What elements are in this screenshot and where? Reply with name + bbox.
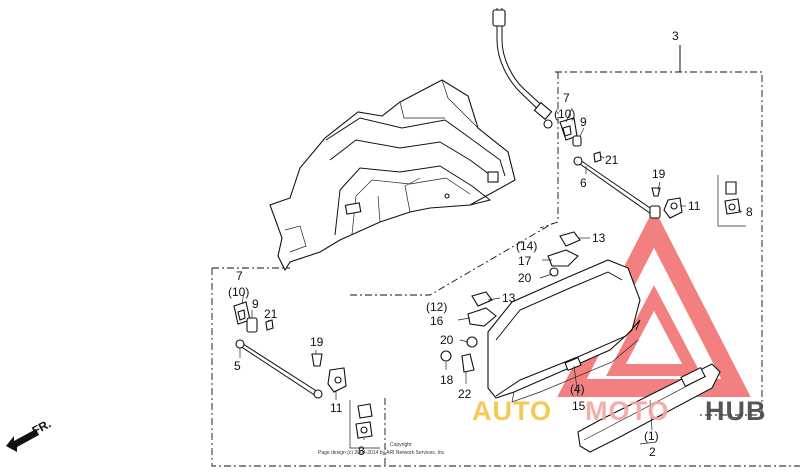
callout-13-upper: 13 bbox=[592, 231, 606, 245]
hinge-cluster-upper bbox=[559, 117, 746, 227]
group-outline-upper bbox=[539, 71, 763, 416]
watermark-moto: MOTO bbox=[585, 396, 670, 426]
watermark-wordmark: AUTO MOTO HUB bbox=[472, 396, 767, 426]
leader-lines bbox=[239, 107, 743, 445]
callout-13-lower: 13 bbox=[502, 291, 516, 305]
callout-12: (12) bbox=[426, 300, 447, 314]
copyright-line-1: Copyright bbox=[390, 442, 412, 448]
callout-7-lower: 7 bbox=[236, 269, 243, 283]
callout-4: (4) bbox=[570, 382, 585, 396]
callout-19-upper: 19 bbox=[652, 167, 666, 181]
callout-labels: 3 7 (10) 9 21 6 19 11 8 (14) 17 13 20 (1… bbox=[228, 29, 753, 459]
callout-6: 6 bbox=[580, 176, 587, 190]
reflector-strip bbox=[577, 363, 721, 453]
copyright-notice: Copyright Page design (c) 2004-2014 by A… bbox=[318, 442, 446, 456]
callout-18: 18 bbox=[440, 373, 454, 387]
watermark-auto: AUTO bbox=[472, 396, 552, 426]
callout-19-lower: 19 bbox=[310, 335, 324, 349]
callout-15: 15 bbox=[572, 399, 586, 413]
callout-11-upper: 11 bbox=[688, 199, 701, 213]
watermark-hub: HUB bbox=[705, 396, 767, 426]
group-outline-lower bbox=[211, 221, 800, 467]
watermark-triangle-inner bbox=[606, 285, 702, 376]
callout-2: 2 bbox=[649, 445, 656, 459]
callout-8-lower: 8 bbox=[358, 444, 365, 458]
copyright-line-2: Page design (c) 2004-2014 by ARI Network… bbox=[318, 450, 446, 456]
callout-21-lower: 21 bbox=[264, 307, 278, 321]
callout-14: (14) bbox=[516, 239, 537, 253]
callout-22: 22 bbox=[458, 387, 472, 401]
callout-8-upper: 8 bbox=[746, 205, 753, 219]
hinge-cluster-lower bbox=[233, 301, 380, 449]
callout-21-upper: 21 bbox=[605, 153, 619, 167]
callout-9-lower: 9 bbox=[252, 297, 259, 311]
callout-16: 16 bbox=[430, 314, 444, 328]
inner-box-tray bbox=[269, 79, 516, 272]
callout-7-upper: 7 bbox=[563, 91, 570, 105]
callout-11-lower: 11 bbox=[330, 401, 343, 415]
callout-17: 17 bbox=[518, 254, 532, 268]
callout-9-upper: 9 bbox=[580, 115, 587, 129]
callout-20-lower: 20 bbox=[440, 333, 454, 347]
callout-10-lower: (10) bbox=[228, 285, 249, 299]
callout-3: 3 bbox=[672, 29, 679, 43]
callout-5: 5 bbox=[234, 359, 241, 373]
callout-10-upper: (10) bbox=[554, 107, 575, 121]
latch-parts bbox=[440, 231, 581, 373]
lid-cover bbox=[487, 259, 641, 403]
callout-20-upper: 20 bbox=[518, 271, 532, 285]
callout-1: (1) bbox=[644, 429, 659, 443]
front-direction-arrow: FR. bbox=[6, 416, 53, 452]
release-cable bbox=[492, 8, 553, 129]
